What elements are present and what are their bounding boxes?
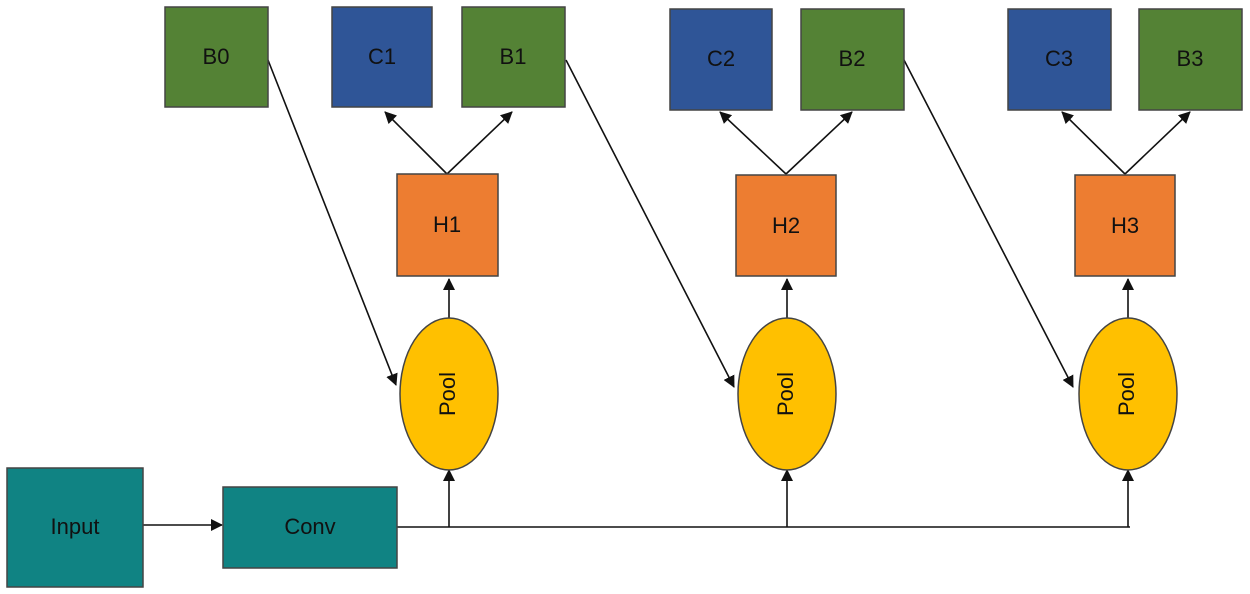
node-h3-label: H3 [1111, 213, 1139, 238]
node-pool-1: Pool [399, 317, 499, 471]
node-c3: C3 [1007, 8, 1112, 111]
node-conv: Conv [222, 486, 398, 569]
node-h1-label: H1 [433, 212, 461, 237]
node-c1-label: C1 [368, 44, 396, 69]
node-pool-1-label: Pool [435, 372, 460, 416]
node-pool-3-label: Pool [1114, 372, 1139, 416]
node-input: Input [6, 467, 144, 588]
edge-h3-to-b3 [1124, 111, 1191, 175]
edge-h1-to-b1 [446, 111, 513, 175]
edge-h2-to-c2 [719, 111, 787, 175]
node-input-label: Input [51, 514, 100, 539]
node-b0-label: B0 [203, 44, 230, 69]
edge-h2-to-b2 [785, 111, 853, 175]
node-c2-label: C2 [707, 46, 735, 71]
node-b0: B0 [164, 6, 269, 108]
node-h3: H3 [1074, 174, 1176, 277]
node-c3-label: C3 [1045, 46, 1073, 71]
edge-h3-to-c3 [1061, 111, 1126, 175]
node-pool-3: Pool [1078, 317, 1178, 471]
node-h2: H2 [735, 174, 837, 277]
node-h1: H1 [396, 173, 499, 277]
node-pool-2: Pool [737, 317, 837, 471]
edge-h1-to-c1 [384, 111, 448, 175]
nodes: Input Conv B0 C1 B1 H1 Pool [6, 6, 1243, 588]
edge-b0-to-pool-1 [267, 59, 398, 386]
node-pool-2-label: Pool [773, 372, 798, 416]
node-c2: C2 [669, 8, 773, 111]
node-h2-label: H2 [772, 213, 800, 238]
node-conv-label: Conv [284, 514, 335, 539]
node-b1: B1 [461, 6, 566, 108]
node-b3: B3 [1138, 8, 1243, 111]
node-b2-label: B2 [839, 46, 866, 71]
node-b3-label: B3 [1177, 46, 1204, 71]
edges [143, 59, 1191, 531]
node-c1: C1 [331, 6, 433, 108]
node-b2: B2 [800, 8, 905, 111]
edge-b2-to-pool-3 [903, 59, 1074, 388]
node-b1-label: B1 [500, 44, 527, 69]
edge-b1-to-pool-2 [565, 59, 735, 388]
